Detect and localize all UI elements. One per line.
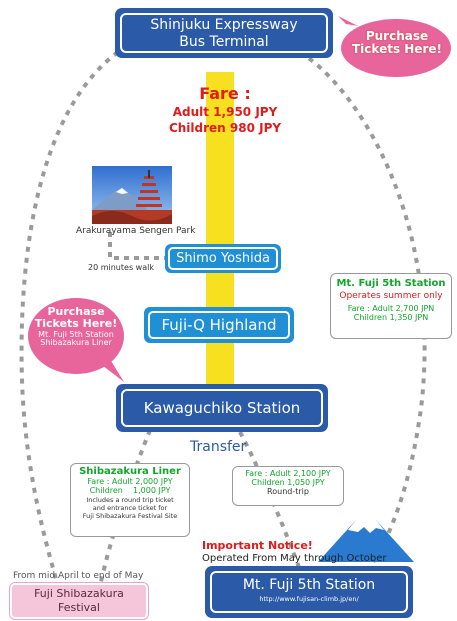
summer-note: Operates summer only [339,291,443,301]
park-label: Arakurayama Sengen Park [76,226,196,236]
shibazakura-title: Shibazakura Liner [79,466,181,477]
pagoda-photo [92,166,172,224]
purchase-bubble-top: Purchase Tickets Here! [346,30,448,55]
roundtrip-fare-adult: Fare : Adult 2,100 JPY [245,469,331,478]
terminal-line1: Shinjuku Expressway [150,17,298,33]
notice-title: Important Notice! [202,539,313,552]
roundtrip-fare-children: Children 1,050 JPY [251,478,325,487]
purchase-left-line2: Tickets Here! [34,316,118,330]
purchase-bubble-left: Purchase Tickets Here! Mt. Fuji 5th Stat… [28,306,124,348]
purchase-left-line1: Purchase [47,305,105,318]
purchase-top-line1: Purchase [365,29,429,43]
purchase-bubble-left-shape [28,298,124,382]
fifth-station-url: http://www.fujisan-climb.jp/en/ [259,595,359,603]
left-route-dots [19,50,120,587]
purchase-top-line2: Tickets Here! [352,41,442,56]
fifth-station-name: Mt. Fuji 5th Station [242,577,376,593]
festival-route-dots [98,429,152,587]
kawaguchiko-node: Kawaguchiko Station [116,384,328,432]
shibazakura-note3: Fuji Shibazakura Festival Site [82,512,178,520]
festival-line2: Festival [58,601,100,614]
fare-title: Fare : [199,84,251,103]
purchase-bubble-top-shape [338,16,451,77]
fare-block: Fare : Adult 1,950 JPY Children 980 JPY [150,84,300,136]
festival-line1: Fuji Shibazakura [34,587,124,600]
kawaguchiko-label: Kawaguchiko Station [143,399,301,417]
shibazakura-note1: Includes a round trip ticket [86,496,174,504]
transfer-label: Transfer [190,439,247,455]
notice-text: Operated From May through October [202,553,387,564]
shinjuku-terminal-node: Shinjuku Expressway Bus Terminal [115,8,333,58]
fujiq-node: Fuji-Q Highland [144,307,294,343]
purchase-left-line4: Shibazakura Liner [40,338,112,348]
purchase-left-line3: Mt. Fuji 5th Station [38,330,114,340]
mid-april-label: From mid April to end of May [13,571,144,581]
walk-label: 20 minutes walk [88,263,154,272]
roundtrip-note: Round-trip [267,487,309,496]
shimo-yoshida-node: Shimo Yoshida [165,244,281,273]
terminal-line2: Bus Terminal [179,34,269,50]
festival-node: Fuji Shibazakura Festival [10,583,148,619]
fare-children: Children 980 JPY [168,121,282,135]
fujiq-label: Fuji-Q Highland [161,316,277,334]
summer-title: Mt. Fuji 5th Station [336,278,446,289]
fifth-station-node: Mt. Fuji 5th Station http://www.fujisan-… [205,566,413,618]
summer-fare-adult: Fare : Adult 2,700 JPN [347,304,435,313]
shibazakura-fare-adult: Fare : Adult 2,000 JPY [87,477,173,486]
shibazakura-note2: and entrance ticket for [92,504,168,512]
summer-route-box: Mt. Fuji 5th Station Operates summer onl… [330,273,452,339]
shibazakura-box: Shibazakura Liner Fare : Adult 2,000 JPY… [70,463,190,537]
shimo-yoshida-label: Shimo Yoshida [176,251,270,266]
fare-adult: Adult 1,950 JPY [172,105,278,119]
shibazakura-fare-children: Children 1,000 JPY [89,486,171,495]
roundtrip-box: Fare : Adult 2,100 JPY Children 1,050 JP… [232,466,344,506]
mt-fuji-illustration [318,520,414,562]
summer-fare-children: Children 1,350 JPN [353,313,429,322]
